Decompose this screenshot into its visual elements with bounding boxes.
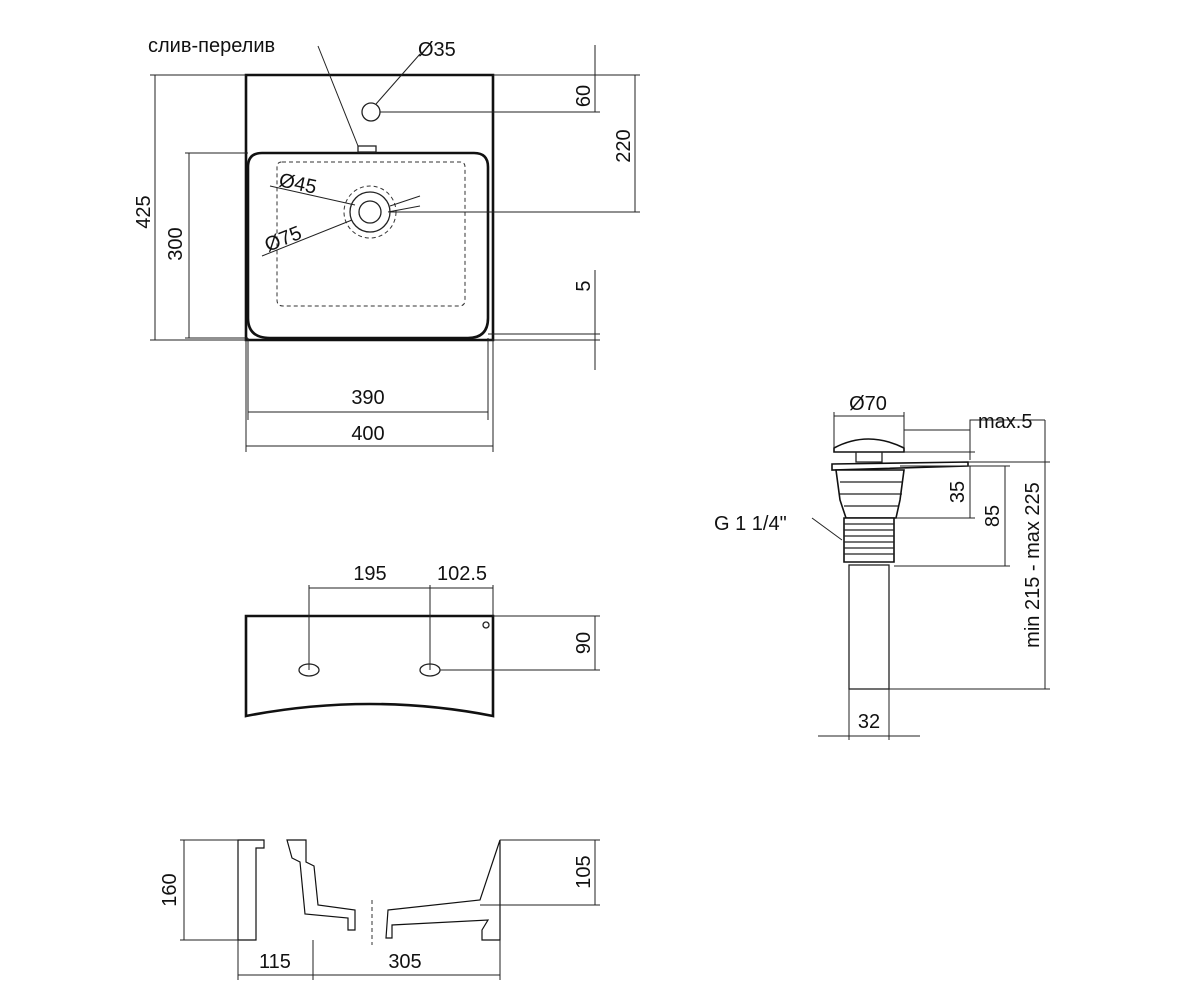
dim-length: min 215 - max 225: [1022, 482, 1044, 648]
dim-cap-dia: Ø70: [849, 393, 887, 415]
tap-hole-dia-label: Ø35: [418, 39, 456, 61]
dim-220: 220: [613, 129, 635, 162]
dim-60: 60: [573, 85, 595, 107]
dim-105: 105: [573, 855, 595, 888]
dim-line-5: [488, 270, 600, 370]
section-left-wall: [237, 839, 265, 941]
dim-line-400: [245, 340, 494, 452]
drain-outer-leader: [261, 205, 421, 257]
dim-305: 305: [388, 951, 421, 973]
dim-line-60: [380, 45, 600, 113]
dim-max5: max.5: [978, 411, 1032, 433]
dim-195: 195: [353, 563, 386, 585]
drain-tailpipe: [848, 564, 890, 690]
dim-line-425: [150, 74, 246, 341]
section-right-bowl: [385, 839, 501, 941]
dim-line-bottom: [237, 940, 501, 980]
section-view: 160 105 115 305: [159, 839, 600, 980]
front-outline: [244, 614, 495, 718]
dim-line-160: [180, 839, 238, 941]
dim-90: 90: [573, 632, 595, 654]
dim-line-390: [247, 338, 489, 420]
drain-thread: [843, 517, 895, 563]
thread-leader: [811, 517, 843, 541]
front-view: 195 102.5 90: [244, 563, 600, 718]
drain-inner-dia-label: Ø45: [277, 169, 319, 198]
dim-300: 300: [165, 227, 187, 260]
dim-line-105: [480, 839, 600, 906]
overflow-slot: [357, 145, 377, 153]
dim-102-5: 102.5: [437, 563, 487, 585]
drain-outer-dia-label: Ø75: [262, 222, 305, 257]
bowl-outline: [246, 151, 490, 340]
drain-view: Ø70 max.5 G 1 1/4" 35 85 min 215 - max 2…: [714, 393, 1050, 740]
dim-390: 390: [351, 387, 384, 409]
dim-35: 35: [947, 481, 969, 503]
drain-thread-lines: [844, 523, 894, 555]
dim-85: 85: [982, 505, 1004, 527]
dim-425: 425: [133, 195, 155, 228]
dim-line-32: [818, 689, 920, 740]
dim-line-85: [894, 465, 1010, 567]
thread-label: G 1 1/4": [714, 513, 787, 535]
front-overflow-hole: [482, 621, 490, 629]
bowl-bottom-outline: [276, 161, 466, 307]
dim-115: 115: [259, 951, 291, 973]
overflow-label: слив-перелив: [148, 35, 275, 57]
drain-body-rings: [840, 481, 902, 507]
drain-inner: [358, 200, 382, 224]
drain-cap-stem: [855, 452, 883, 463]
dim-line-220: [390, 74, 640, 213]
dim-pipe-dia: 32: [858, 711, 880, 733]
dim-line-300: [185, 152, 248, 339]
dim-400: 400: [351, 423, 384, 445]
dim-line-195: [308, 585, 494, 670]
dim-160: 160: [159, 873, 181, 906]
drain-outer: [349, 191, 391, 233]
section-bowl: [286, 839, 356, 931]
drain-inner-leader: [269, 185, 421, 207]
basin-outline: [244, 73, 495, 342]
tap-hole: [361, 102, 381, 122]
dim-line-max5: [904, 419, 1045, 460]
dim-line-length: [889, 420, 1050, 690]
top-view: слив-перелив Ø35 Ø45 Ø75 425 300 60 220 …: [133, 35, 640, 452]
dim-line-90: [440, 615, 600, 671]
tap-leader: [375, 53, 421, 105]
dim-5: 5: [573, 280, 595, 291]
overflow-leader: [317, 45, 359, 147]
drain-cap: [833, 438, 905, 453]
